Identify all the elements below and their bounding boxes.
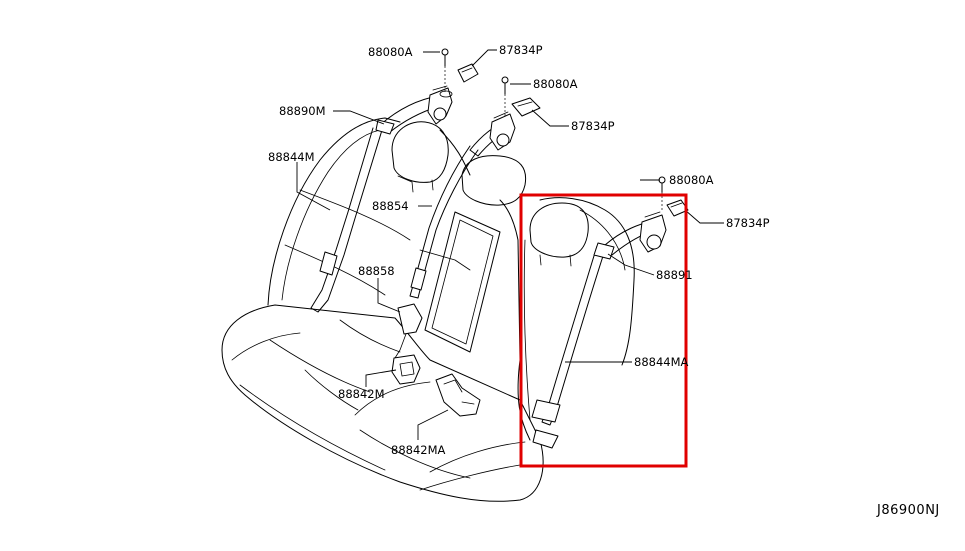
label-bolt-top-mid: 88080A — [533, 77, 578, 91]
seatback-right — [539, 197, 635, 366]
cover-top-left-part — [457, 63, 479, 83]
label-bolt-top-left: 88080A — [368, 45, 413, 59]
label-guide-left: 88890M — [279, 104, 326, 118]
label-cover-top-mid: 87834P — [571, 119, 615, 133]
bolt-top-mid-part — [501, 76, 509, 116]
label-belt-center: 88854 — [372, 199, 409, 213]
diagram-reference-code: J86900NJ — [876, 503, 940, 518]
highlight-frame — [519, 193, 688, 468]
label-guide-right: 88891 — [656, 268, 693, 282]
leader-lines — [296, 49, 724, 440]
cover-right-part — [666, 199, 689, 217]
center-panel — [424, 211, 501, 353]
cover-top-mid-part — [511, 97, 541, 117]
buckle-center-part — [394, 303, 423, 359]
buckle-left-part — [391, 354, 421, 385]
bolt-top-left-part — [439, 48, 453, 98]
retractor-center — [489, 111, 516, 151]
label-cover-top-left: 87834P — [499, 43, 543, 57]
label-belt-right: 88844MA — [634, 355, 689, 369]
buckle-right-part — [435, 373, 481, 417]
headrest-left — [391, 121, 449, 183]
seat-cushion — [221, 304, 544, 502]
label-belt-left: 88844M — [268, 150, 315, 164]
label-buckle-left: 88842M — [338, 387, 385, 401]
retractor-right — [639, 211, 667, 253]
label-cover-right: 87834P — [726, 216, 770, 230]
retractor-left — [427, 85, 453, 125]
label-buckle-center: 88858 — [358, 264, 395, 278]
headrest-right — [529, 202, 589, 258]
belt-right-assembly — [531, 219, 663, 449]
belt-left-assembly — [310, 95, 447, 313]
headrest-center — [461, 155, 527, 206]
label-bolt-right: 88080A — [669, 173, 714, 187]
seat-back — [267, 117, 531, 441]
belt-center-assembly — [409, 121, 511, 299]
label-buckle-right: 88842MA — [391, 443, 446, 457]
